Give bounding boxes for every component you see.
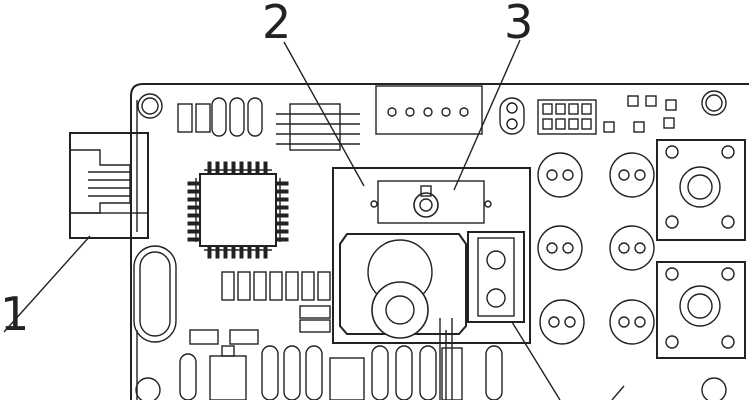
qfp-pin [187,197,201,202]
qfp-pin [187,213,201,218]
qfp-pin [187,205,201,210]
top-connector [375,85,483,135]
smd-pads-top-left [177,97,263,137]
qfp-pin [231,161,236,175]
qfp-pin [207,245,212,259]
qfp-pin [247,161,252,175]
qfp-pin [275,213,289,218]
pad-grid [537,99,597,135]
qfp-pin [247,245,252,259]
qfp-pin [275,181,289,186]
qfp-pin [263,245,268,259]
mounting-hole-bottom-left [135,377,161,400]
qfp-pin [275,237,289,242]
qfp-pin [231,245,236,259]
two-hole-terminal [467,231,525,323]
oval-slot [133,245,177,343]
led-6 [609,299,655,345]
qfp-pin [239,161,244,175]
qfp-pin [255,245,260,259]
qfp-pin [187,237,201,242]
qfp-pin [207,161,212,175]
led-array [537,152,655,345]
callout-3-label: 3 [504,0,533,49]
qfp-pin [223,245,228,259]
qfp-pin [215,161,220,175]
led-3 [537,225,583,271]
qfp-pin [187,229,201,234]
jumper-pads [499,97,525,135]
led-5 [539,299,585,345]
qfp-pin [275,221,289,226]
resistor-row [221,271,331,301]
callout-1-label: 1 [0,287,29,341]
qfp-pin [187,189,201,194]
pin-header-5 [276,103,360,151]
led-4 [609,225,655,271]
small-parts-bottom-left [179,305,503,400]
leader-lines [3,39,625,400]
qfp-chip [187,161,289,259]
rotary-switch [339,233,467,400]
smd-squares-right [603,95,677,133]
sensor-housing [332,167,531,344]
qfp-pin [275,229,289,234]
mounting-hole-bottom-right [701,377,727,400]
qfp-pin [239,245,244,259]
mounting-hole-top-right [701,90,727,116]
qfp-pin [275,197,289,202]
side-connector [69,132,149,239]
qfp-pin [187,221,201,226]
qfp-pin [275,205,289,210]
qfp-pin [275,189,289,194]
qfp-pin [223,161,228,175]
qfp-pin [215,245,220,259]
led-1 [537,152,583,198]
tactile-switch-bottom [656,261,746,359]
led-2 [609,152,655,198]
pcb-board [130,83,749,400]
tactile-switch-top [656,139,746,241]
qfp-pin [255,161,260,175]
qfp-pin [263,161,268,175]
mounting-hole-top-left [137,93,163,119]
callout-2-label: 2 [262,0,291,49]
qfp-pin [187,181,201,186]
